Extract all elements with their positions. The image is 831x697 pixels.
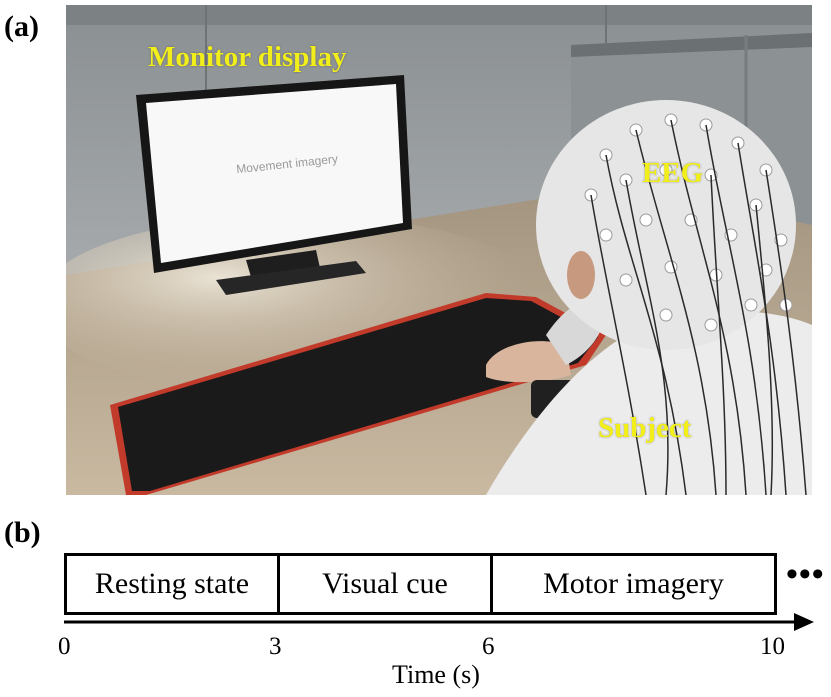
panel-a-label: (a) (4, 10, 39, 43)
eeg-label: EEG (642, 157, 704, 189)
photo-illustration (66, 5, 812, 495)
tick-label-0: 0 (58, 633, 71, 660)
experiment-photo: Movement imagery Monitor display EEG Sub… (66, 5, 812, 495)
time-axis-arrowhead (794, 613, 814, 631)
tick-label-3: 3 (269, 633, 282, 660)
phase-resting-state: Resting state (64, 553, 280, 615)
phase-motor-imagery: Motor imagery (490, 553, 777, 615)
monitor-display-label: Monitor display (148, 41, 347, 73)
phase-visual-cue: Visual cue (277, 553, 493, 615)
subject-label: Subject (598, 412, 692, 444)
time-axis (64, 613, 814, 631)
continuation-dots: ••• (786, 556, 825, 593)
tick-label-10: 10 (760, 633, 785, 660)
time-axis-title: Time (s) (392, 660, 480, 689)
tick-label-6: 6 (482, 633, 495, 660)
panel-b-label: (b) (4, 516, 41, 549)
trial-timeline: Resting state Visual cue Motor imagery •… (0, 548, 831, 697)
